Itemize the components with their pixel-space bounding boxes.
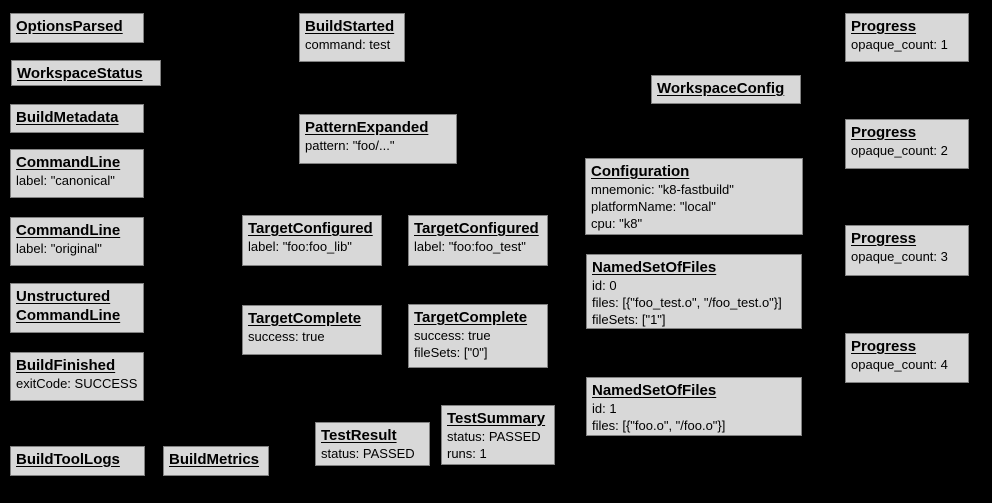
build-metrics-title: BuildMetrics: [169, 451, 260, 468]
workspace-config-title: WorkspaceConfig: [657, 80, 785, 97]
options-parsed-title: OptionsParsed: [16, 18, 123, 35]
named-set-of-files-1-field-0: id: 1: [592, 401, 617, 416]
build-started-box: BuildStarted command: test: [299, 13, 405, 62]
build-finished-field-0: exitCode: SUCCESS: [16, 376, 138, 391]
build-finished-title: BuildFinished: [16, 357, 116, 374]
progress-3-field-0: opaque_count: 3: [851, 249, 948, 264]
build-tool-logs-title: BuildToolLogs: [16, 451, 120, 468]
target-complete-lib-title: TargetComplete: [248, 310, 362, 327]
named-set-of-files-0-field-0: id: 0: [592, 278, 617, 293]
named-set-of-files-1-field-1: files: [{"foo.o", "/foo.o"}]: [592, 418, 726, 433]
test-summary-title: TestSummary: [447, 410, 546, 427]
target-configured-foo-test-title: TargetConfigured: [414, 220, 539, 237]
build-started-field-0: command: test: [305, 37, 391, 52]
named-set-of-files-0-field-2: fileSets: ["1"]: [592, 312, 666, 327]
workspace-status-box: WorkspaceStatus: [11, 60, 161, 86]
test-summary-field-0: status: PASSED: [447, 429, 541, 444]
progress-2-field-0: opaque_count: 2: [851, 143, 948, 158]
progress-3-box: Progress opaque_count: 3: [845, 225, 969, 276]
test-result-field-0: status: PASSED: [321, 446, 415, 461]
test-result-box: TestResult status: PASSED: [315, 422, 430, 466]
target-complete-test-field-0: success: true: [414, 328, 491, 343]
build-metadata-title: BuildMetadata: [16, 109, 119, 126]
command-line-original-title: CommandLine: [16, 222, 121, 239]
named-set-of-files-1-title: NamedSetOfFiles: [592, 382, 717, 399]
pattern-expanded-box: PatternExpanded pattern: "foo/...": [299, 114, 457, 164]
unstructured-command-line-title: Unstructured CommandLine: [16, 288, 121, 324]
target-configured-foo-test-box: TargetConfigured label: "foo:foo_test": [408, 215, 548, 266]
build-started-title: BuildStarted: [305, 18, 395, 35]
progress-1-box: Progress opaque_count: 1: [845, 13, 969, 62]
test-result-title: TestResult: [321, 427, 397, 444]
target-complete-lib-field-0: success: true: [248, 329, 325, 344]
target-complete-test-box: TargetComplete success: true fileSets: ["0…: [408, 304, 548, 368]
configuration-title: Configuration: [591, 163, 690, 180]
command-line-canonical-field-0: label: "canonical": [16, 173, 115, 188]
configuration-field-1: platformName: "local": [591, 199, 716, 214]
target-configured-foo-lib-title: TargetConfigured: [248, 220, 373, 237]
command-line-original-field-0: label: "original": [16, 241, 102, 256]
workspace-config-box: WorkspaceConfig: [651, 75, 801, 104]
pattern-expanded-field-0: pattern: "foo/...": [305, 138, 395, 153]
target-configured-foo-lib-field-0: label: "foo:foo_lib": [248, 239, 352, 254]
build-metrics-box: BuildMetrics: [163, 446, 269, 476]
build-finished-box: BuildFinished exitCode: SUCCESS: [10, 352, 144, 401]
pattern-expanded-title: PatternExpanded: [305, 119, 429, 136]
named-set-of-files-0-box: NamedSetOfFiles id: 0 files: [{"foo_test.o…: [586, 254, 802, 329]
named-set-of-files-1-box: NamedSetOfFiles id: 1 files: [{"foo.o", "/…: [586, 377, 802, 436]
test-summary-box: TestSummary status: PASSED runs: 1: [441, 405, 555, 465]
workspace-status-title: WorkspaceStatus: [17, 65, 143, 82]
options-parsed-box: OptionsParsed: [10, 13, 144, 43]
progress-4-box: Progress opaque_count: 4: [845, 333, 969, 383]
named-set-of-files-0-title: NamedSetOfFiles: [592, 259, 717, 276]
command-line-original-box: CommandLine label: "original": [10, 217, 144, 266]
unstructured-command-line-box: Unstructured CommandLine: [10, 283, 144, 333]
configuration-field-0: mnemonic: "k8-fastbuild": [591, 182, 734, 197]
command-line-canonical-title: CommandLine: [16, 154, 121, 171]
progress-1-title: Progress: [851, 18, 917, 35]
target-complete-test-title: TargetComplete: [414, 309, 528, 326]
progress-2-title: Progress: [851, 124, 917, 141]
build-metadata-box: BuildMetadata: [10, 104, 144, 133]
progress-4-field-0: opaque_count: 4: [851, 357, 948, 372]
configuration-box: Configuration mnemonic: "k8-fastbuild" pla…: [585, 158, 803, 235]
target-complete-lib-box: TargetComplete success: true: [242, 305, 382, 355]
target-configured-foo-test-field-0: label: "foo:foo_test": [414, 239, 526, 254]
progress-1-field-0: opaque_count: 1: [851, 37, 948, 52]
build-tool-logs-box: BuildToolLogs: [10, 446, 145, 476]
progress-4-title: Progress: [851, 338, 917, 355]
test-summary-field-1: runs: 1: [447, 446, 487, 461]
target-configured-foo-lib-box: TargetConfigured label: "foo:foo_lib": [242, 215, 382, 266]
named-set-of-files-0-field-1: files: [{"foo_test.o", "/foo_test.o"}]: [592, 295, 782, 310]
command-line-canonical-box: CommandLine label: "canonical": [10, 149, 144, 198]
target-complete-test-field-1: fileSets: ["0"]: [414, 345, 488, 360]
progress-2-box: Progress opaque_count: 2: [845, 119, 969, 169]
configuration-field-2: cpu: "k8": [591, 216, 643, 231]
progress-3-title: Progress: [851, 230, 917, 247]
